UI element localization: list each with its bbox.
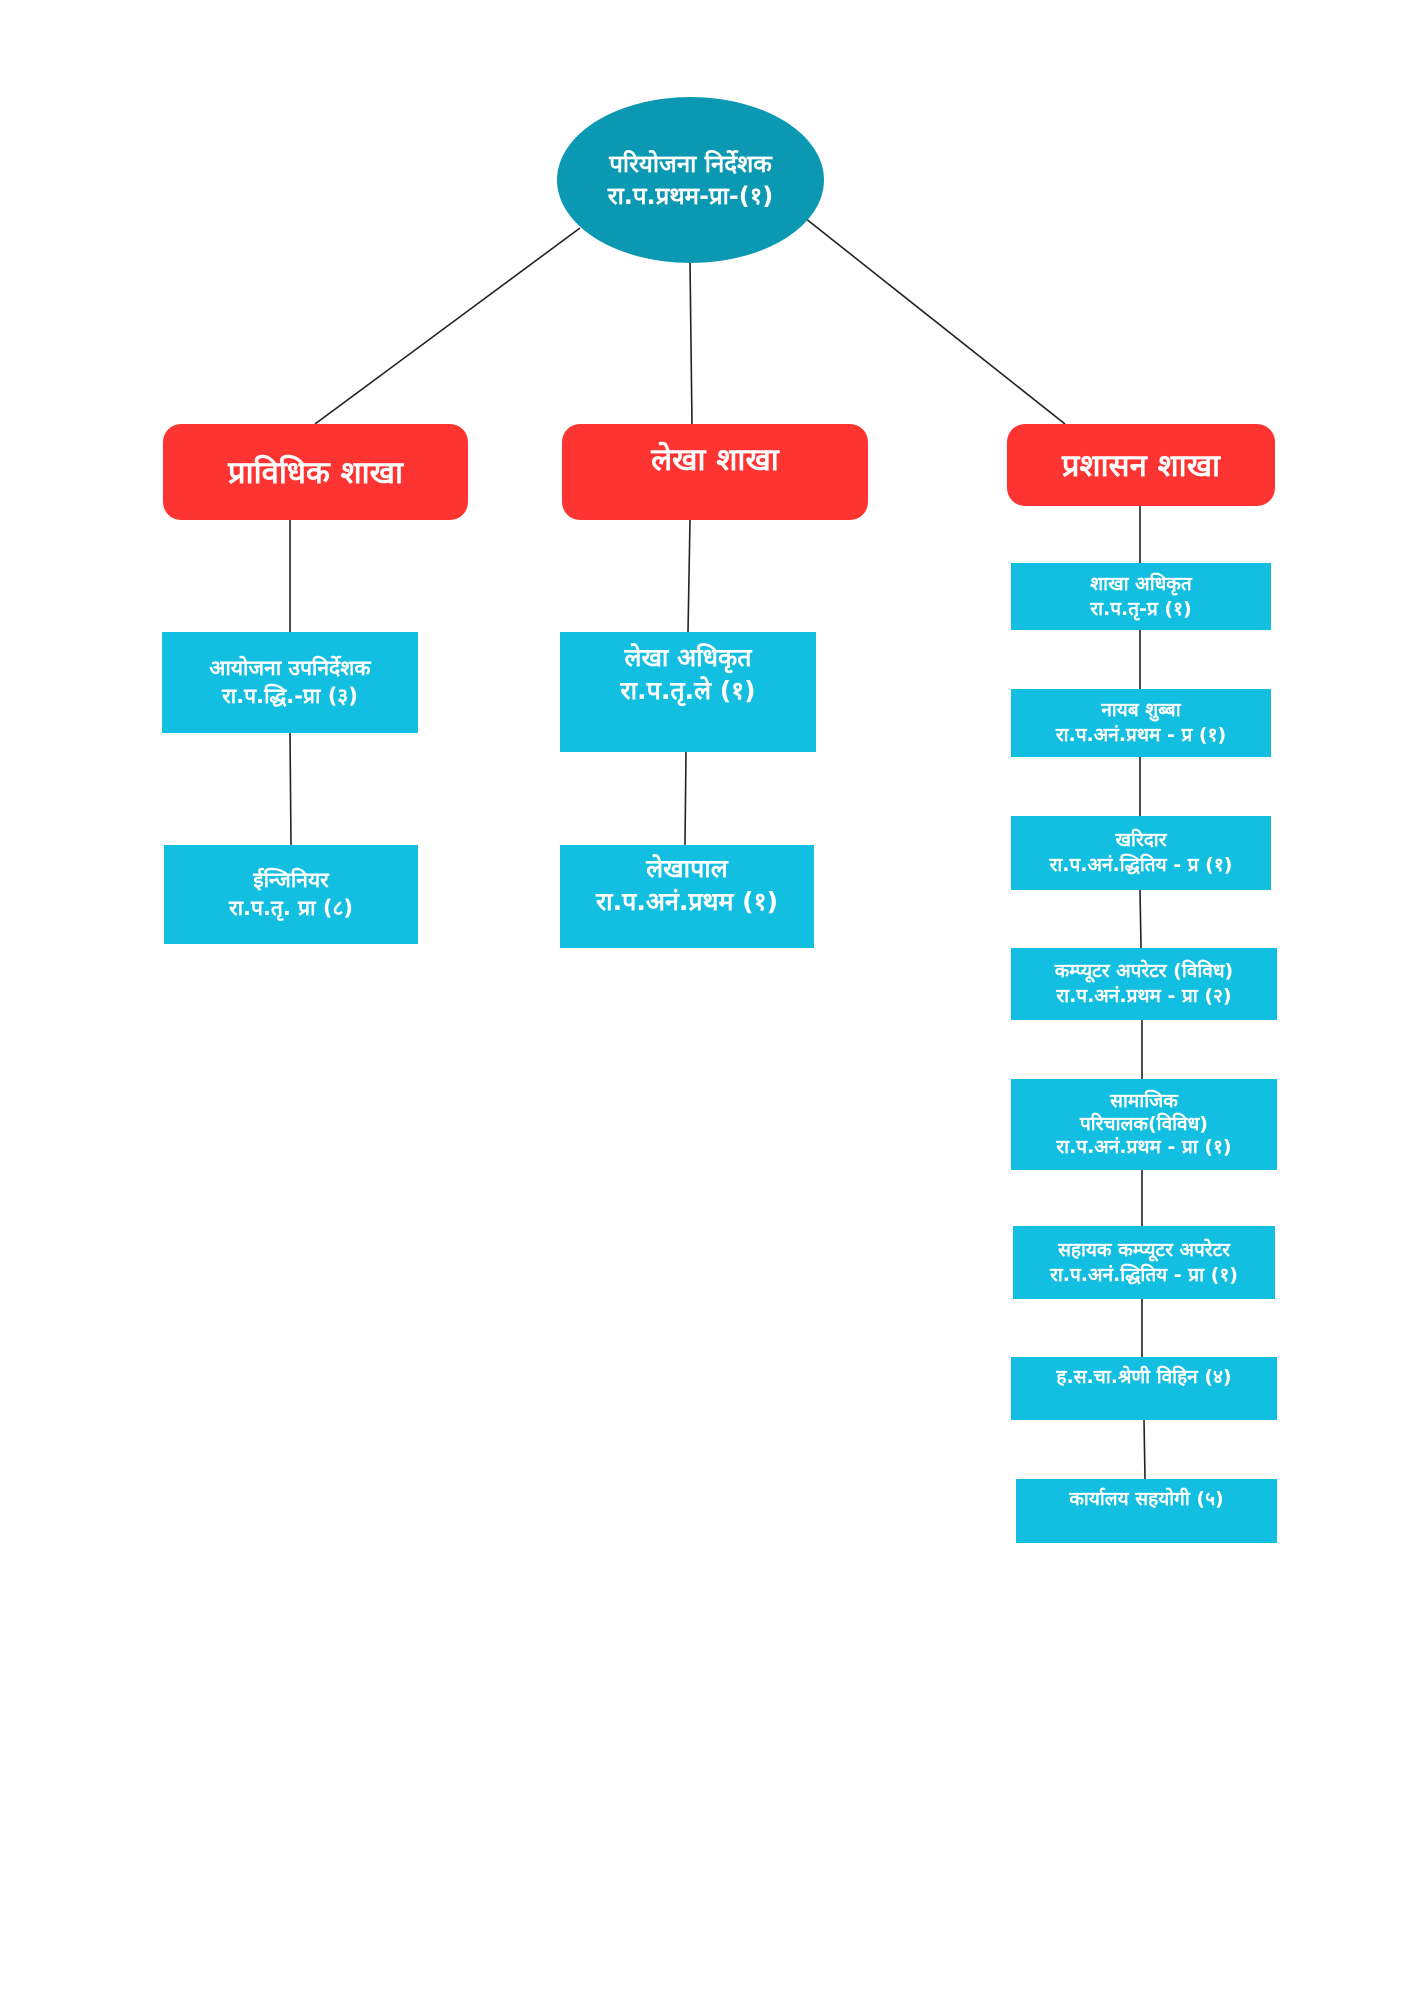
position-title: नायब शुब्बा — [1101, 699, 1181, 722]
position-title: ईन्जिनियर — [253, 868, 329, 893]
project-director-node: परियोजना निर्देशक रा.प.प्रथम-प्रा-(१) — [557, 97, 824, 263]
connector-root-technical — [314, 227, 581, 425]
position-title: कार्यालय सहयोगी (५) — [1069, 1488, 1224, 1510]
administration-branch: प्रशासन शाखा — [1007, 424, 1275, 506]
position-grade: रा.प.तृ-प्र (१) — [1090, 597, 1192, 620]
position-grade: रा.प.अनं.प्रथम - प्रा (१) — [1056, 1135, 1232, 1158]
position-title: शाखा अधिकृत — [1090, 572, 1192, 595]
position-grade: रा.प.अनं.प्रथम - प्र (१) — [1055, 724, 1227, 746]
connector-root-accounts — [689, 262, 693, 425]
technical-position-engineer: ईन्जिनियर रा.प.तृ. प्रा (८) — [164, 845, 418, 944]
technical-branch-label: प्राविधिक शाखा — [227, 455, 404, 491]
position-grade: रा.प.अनं.प्रथम (१) — [595, 886, 779, 916]
connector-accounts-2 — [684, 751, 687, 846]
position-title: लेखा अधिकृत — [624, 643, 752, 672]
position-grade: रा.प.अनं.द्धितिय - प्रा (१) — [1050, 1263, 1238, 1286]
project-director-grade: रा.प.प्रथम-प्रा-(१) — [607, 182, 774, 210]
position-title: लेखापाल — [646, 854, 728, 883]
admin-position-social-mobilizer: सामाजिक परिचालक(विविध) रा.प.अनं.प्रथम - … — [1011, 1079, 1277, 1170]
admin-position-kharidar: खरिदार रा.प.अनं.द्धितिय - प्र (१) — [1011, 816, 1271, 890]
admin-position-driver: ह.स.चा.श्रेणी विहिन (४) — [1011, 1357, 1277, 1420]
technical-branch: प्राविधिक शाखा — [163, 424, 468, 520]
accounts-position-accountant: लेखापाल रा.प.अनं.प्रथम (१) — [560, 845, 814, 948]
position-title-continued: परिचालक(विविध) — [1080, 1113, 1208, 1136]
position-title: खरिदार — [1115, 829, 1167, 852]
project-director-title: परियोजना निर्देशक — [609, 149, 772, 178]
accounts-position-accounts-officer: लेखा अधिकृत रा.प.तृ.ले (१) — [560, 632, 816, 752]
administration-branch-label: प्रशासन शाखा — [1061, 448, 1221, 484]
accounts-branch-label: लेखा शाखा — [651, 442, 779, 478]
connector-admin-7 — [1143, 1419, 1146, 1480]
accounts-branch: लेखा शाखा — [562, 424, 868, 520]
admin-position-nayab-subba: नायब शुब्बा रा.प.अनं.प्रथम - प्र (१) — [1011, 689, 1271, 757]
position-title: ह.स.चा.श्रेणी विहिन (४) — [1056, 1366, 1232, 1388]
admin-position-office-helper: कार्यालय सहयोगी (५) — [1016, 1479, 1277, 1543]
position-grade: रा.प.तृ.ले (१) — [620, 675, 756, 705]
position-title: सहायक कम्प्यूटर अपरेटर — [1058, 1238, 1230, 1261]
position-title: सामाजिक — [1110, 1090, 1178, 1113]
connector-root-administration — [804, 217, 1066, 425]
position-grade: रा.प.अनं.द्धितिय - प्र (१) — [1049, 854, 1233, 876]
position-grade: रा.प.द्धि.-प्रा (३) — [222, 683, 358, 708]
connector-admin-3 — [1139, 889, 1142, 949]
technical-position-deputy-director: आयोजना उपनिर्देशक रा.प.द्धि.-प्रा (३) — [162, 632, 418, 733]
position-grade: रा.प.तृ. प्रा (८) — [229, 895, 353, 920]
admin-position-section-officer: शाखा अधिकृत रा.प.तृ-प्र (१) — [1011, 563, 1271, 630]
connector-technical-2 — [289, 732, 292, 846]
position-title: आयोजना उपनिर्देशक — [209, 656, 371, 681]
position-title: कम्प्यूटर अपरेटर (विविध) — [1054, 960, 1234, 983]
admin-position-assistant-computer-operator: सहायक कम्प्यूटर अपरेटर रा.प.अनं.द्धितिय … — [1013, 1226, 1275, 1299]
connector-accounts-1 — [687, 519, 691, 633]
admin-position-computer-operator: कम्प्यूटर अपरेटर (विविध) रा.प.अनं.प्रथम … — [1011, 948, 1277, 1020]
position-grade: रा.प.अनं.प्रथम - प्रा (२) — [1056, 985, 1232, 1007]
